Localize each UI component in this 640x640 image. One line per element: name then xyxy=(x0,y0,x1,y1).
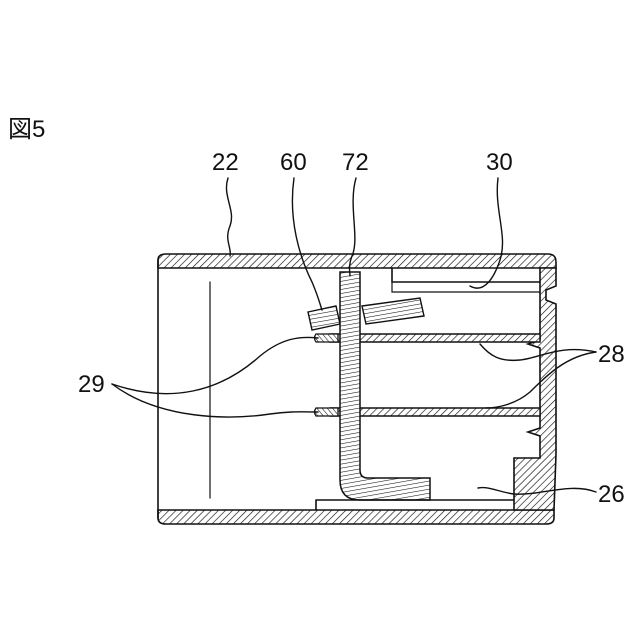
housing-bottom-wall xyxy=(158,510,554,524)
bottom-slot xyxy=(316,500,514,510)
label-72: 72 xyxy=(342,149,369,176)
figure-title: 図5 xyxy=(8,116,45,143)
leader-22 xyxy=(226,178,231,256)
label-29: 29 xyxy=(78,371,105,398)
contact-block-left xyxy=(308,306,340,330)
upper-slot xyxy=(392,268,540,282)
contact-part xyxy=(308,298,424,330)
label-26: 26 xyxy=(598,481,625,508)
housing-right-wall xyxy=(514,268,556,510)
housing-top-wall xyxy=(158,254,556,268)
leader-29-lower xyxy=(112,384,318,417)
label-30: 30 xyxy=(486,149,513,176)
leader-60 xyxy=(292,178,322,310)
rib-lower xyxy=(330,408,540,416)
ribs xyxy=(330,282,540,416)
pins xyxy=(315,334,339,416)
label-22: 22 xyxy=(212,149,239,176)
contact-block-right xyxy=(362,298,424,324)
leader-30 xyxy=(470,178,503,288)
rib-top-shelf xyxy=(392,282,540,292)
label-28: 28 xyxy=(598,341,625,368)
leader-29-upper xyxy=(112,337,318,393)
label-60: 60 xyxy=(280,149,307,176)
rib-upper xyxy=(330,334,540,342)
